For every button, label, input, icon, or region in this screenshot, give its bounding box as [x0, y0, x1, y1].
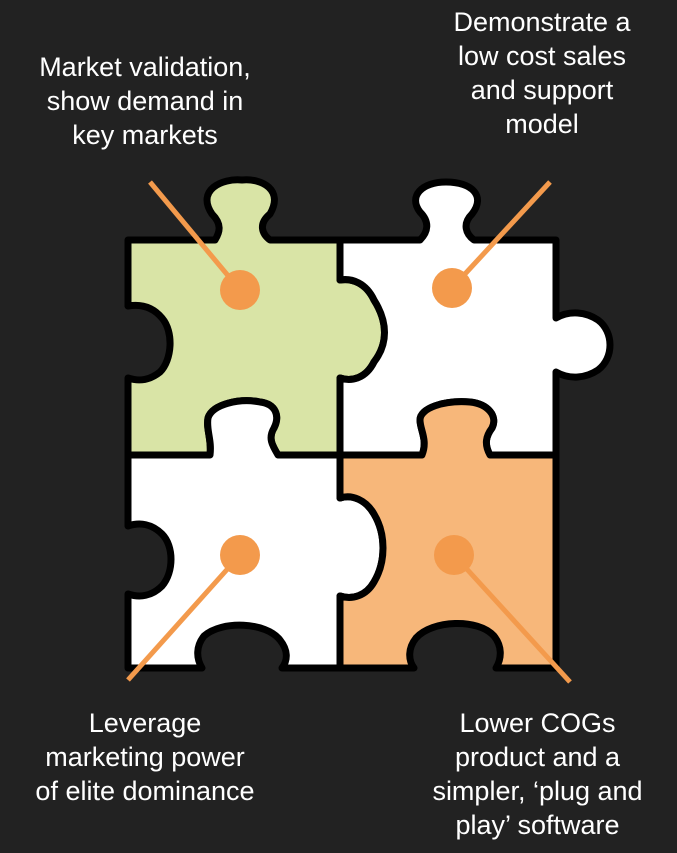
callout-line: and support: [470, 75, 614, 105]
callout-line: Demonstrate a: [453, 7, 631, 37]
puzzle-piece-bottom-right: [336, 398, 560, 672]
callout-bottom-left: Leverage marketing power of elite domina…: [0, 706, 290, 808]
callout-line: show demand in: [46, 86, 244, 116]
callout-line: product and a: [454, 742, 621, 772]
puzzle-piece-top-right: [336, 178, 614, 459]
callout-top-left: Market validation, show demand in key ma…: [0, 50, 290, 152]
leader-line-bottom-left: [126, 553, 242, 682]
callout-line: of elite dominance: [35, 776, 255, 806]
callout-line: marketing power: [45, 742, 245, 772]
callout-top-right: Demonstrate a low cost sales and support…: [415, 5, 669, 141]
leader-line-bottom-right: [452, 553, 572, 684]
callout-line: Leverage: [88, 708, 202, 738]
callout-line: Market validation,: [39, 52, 251, 82]
callout-line: play’ software: [455, 810, 620, 840]
marker-dot-bottom-left: [220, 535, 260, 575]
callout-bottom-right: Lower COGs product and a simpler, ‘plug …: [398, 706, 677, 842]
callout-line: Lower COGs: [459, 708, 616, 738]
callout-line: model: [505, 109, 579, 139]
marker-dot-top-left: [220, 270, 260, 310]
callout-line: simpler, ‘plug and: [432, 776, 643, 806]
callout-line: key markets: [72, 120, 218, 150]
leader-line-top-left: [148, 180, 242, 292]
leader-line-top-right: [450, 180, 552, 290]
callout-line: low cost sales: [457, 41, 627, 71]
marker-dot-top-right: [432, 268, 472, 308]
marker-dot-bottom-right: [434, 535, 474, 575]
